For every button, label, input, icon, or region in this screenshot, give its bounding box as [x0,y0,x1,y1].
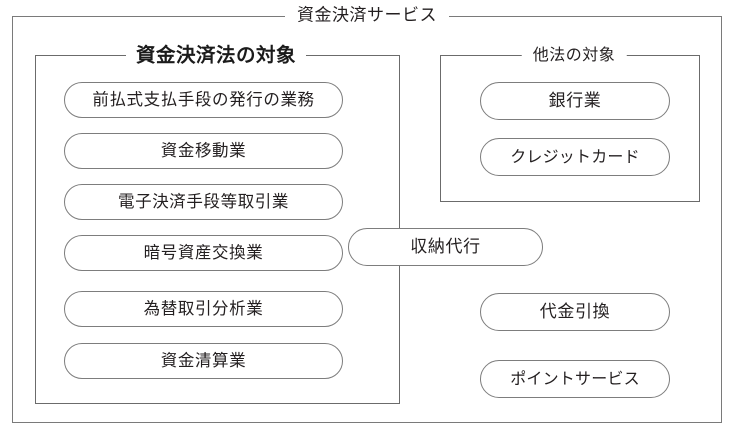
item-pill-fund-clearing-business: 資金清算業 [64,343,343,379]
item-pill-funds-transfer-business: 資金移動業 [64,133,343,169]
item-pill-label: 収納代行 [410,236,481,257]
item-pill-label: 前払式支払手段の発行の業務 [92,89,315,109]
item-pill-credit-card: クレジットカード [480,138,670,176]
item-pill-cash-on-delivery: 代金引換 [480,293,670,331]
item-pill-banking-business: 銀行業 [480,82,670,120]
item-pill-label: 代金引換 [539,301,611,322]
item-pill-exchange-transaction-analysis: 為替取引分析業 [64,291,343,327]
item-pill-label: 資金清算業 [160,350,247,370]
item-pill-crypto-asset-exchange: 暗号資産交換業 [64,235,343,271]
item-pill-label: 銀行業 [548,90,602,111]
item-pill-label: 暗号資産交換業 [143,242,264,262]
item-pill-label: 資金移動業 [160,140,247,160]
item-pill-label: 電子決済手段等取引業 [118,191,289,211]
section-title-payment-services-act: 資金決済法の対象 [125,43,307,67]
item-pill-prepaid-payment-instruments: 前払式支払手段の発行の業務 [64,82,343,118]
section-title-other-laws: 他法の対象 [521,45,627,65]
outer-box-title: 資金決済サービス [285,5,449,27]
section-box-other-laws [440,55,700,202]
item-pill-electronic-payment-instruments-trading: 電子決済手段等取引業 [64,184,343,220]
item-pill-collection-agency: 収納代行 [348,228,543,266]
item-pill-point-service: ポイントサービス [480,360,670,398]
item-pill-label: 為替取引分析業 [143,298,264,318]
item-pill-label: ポイントサービス [510,369,640,388]
item-pill-label: クレジットカード [510,147,640,166]
